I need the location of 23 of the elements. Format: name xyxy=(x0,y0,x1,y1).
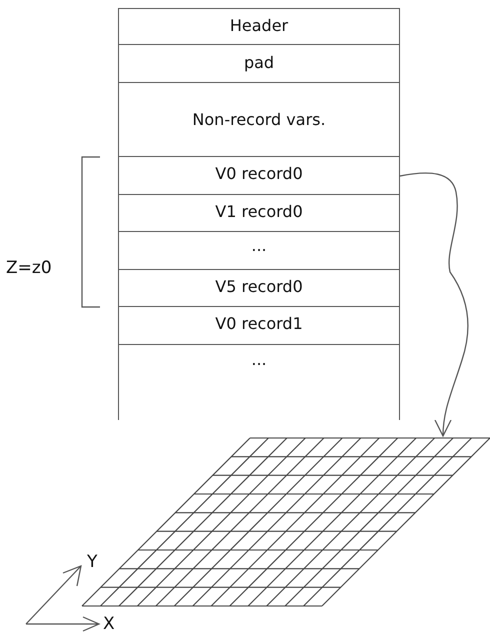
row-label: V0 record0 xyxy=(215,164,303,185)
row-label: V1 record0 xyxy=(215,202,303,223)
row-label: Header xyxy=(230,16,288,37)
axis-label: X xyxy=(103,614,115,634)
record-row xyxy=(118,307,400,345)
row-label: V5 record0 xyxy=(215,277,303,298)
group-label: Z=z0 xyxy=(6,258,52,278)
row-label: ... xyxy=(251,236,267,257)
record-row xyxy=(118,232,400,270)
record-row xyxy=(118,83,400,157)
axis-label: Y xyxy=(87,552,98,572)
row-label: ... xyxy=(251,350,267,371)
record-row xyxy=(118,157,400,195)
record-row xyxy=(118,270,400,307)
grid-drawing xyxy=(82,437,490,607)
row-label: V0 record1 xyxy=(215,314,303,335)
record-row xyxy=(118,345,400,420)
record-row xyxy=(118,8,400,45)
record-row xyxy=(118,195,400,232)
row-label: Non-record vars. xyxy=(192,110,326,131)
record-row xyxy=(118,45,400,83)
curved-arrow xyxy=(400,172,468,437)
row-label: pad xyxy=(244,53,274,74)
